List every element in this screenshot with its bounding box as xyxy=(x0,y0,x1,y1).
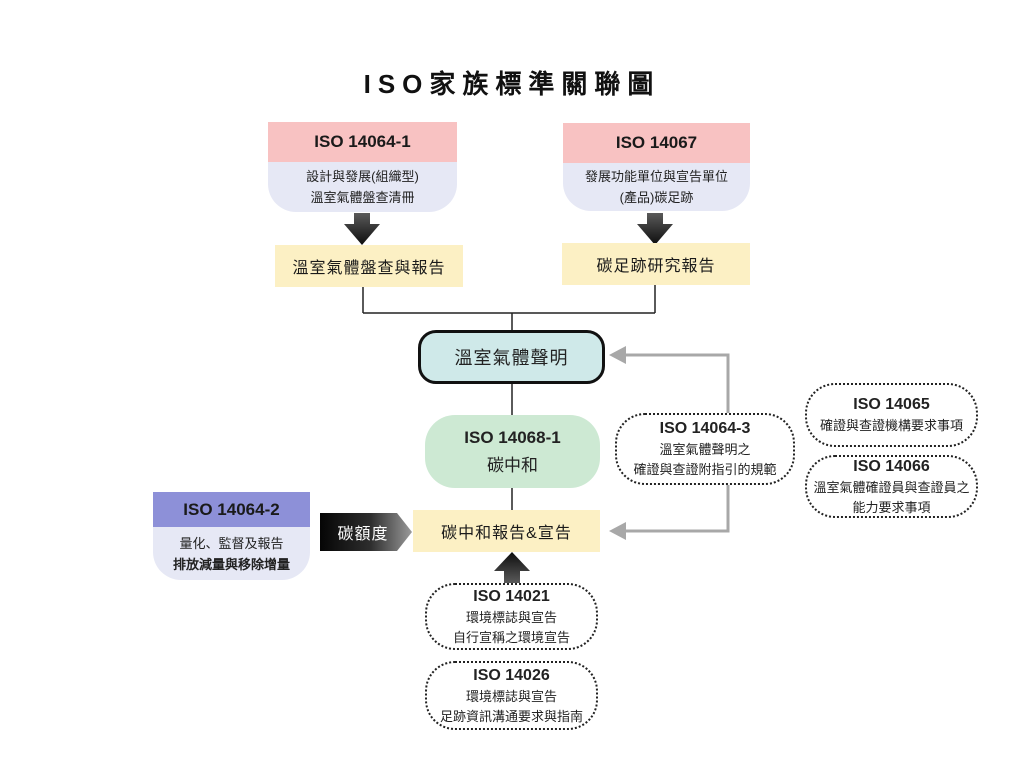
arrow-left-icon xyxy=(609,346,626,364)
arrow-up-icon xyxy=(494,552,530,583)
iso-14068-1-line1: 碳中和 xyxy=(487,455,538,475)
arrow-left-icon xyxy=(609,522,626,540)
iso-14026-code: ISO 14026 xyxy=(473,666,550,684)
verification-arrow-to-statement xyxy=(622,353,730,413)
iso-14066-line2: 能力要求事項 xyxy=(852,499,931,515)
iso-14064-2-description: 量化、監督及報告 排放減量與移除增量 xyxy=(153,527,310,580)
iso-14068-1-box: ISO 14068-1 碳中和 xyxy=(425,415,600,488)
iso-14066-line1: 溫室氣體確證員與查證員之 xyxy=(813,479,970,495)
iso-14065-code: ISO 14065 xyxy=(853,396,930,413)
ghg-inventory-report-box: 溫室氣體盤查與報告 xyxy=(275,245,463,287)
iso-14021-code: ISO 14021 xyxy=(473,587,550,605)
iso-14026-line2: 足跡資訊溝通要求與指南 xyxy=(439,708,583,724)
iso-14064-2-line1: 量化、監督及報告 xyxy=(179,535,284,551)
iso-14067-line1: 發展功能單位與宣告單位 xyxy=(584,169,728,184)
iso-14064-2-code: ISO 14064-2 xyxy=(153,492,310,527)
ghg-statement-box: 溫室氣體聲明 xyxy=(418,330,605,384)
iso-14064-1-description: 設計與發展(組織型) 溫室氣體盤查清冊 xyxy=(268,162,457,212)
iso-14026-line1: 環境標誌與宣告 xyxy=(465,688,557,704)
diagram-title: ISO家族標準關聯圖 xyxy=(363,69,661,99)
iso-14067-box: ISO 14067 發展功能單位與宣告單位 (產品)碳足跡 xyxy=(563,123,750,211)
iso-14026-box: ISO 14026 環境標誌與宣告 足跡資訊溝通要求與指南 xyxy=(425,661,598,730)
iso-14064-3-line1: 溫室氣體聲明之 xyxy=(659,442,751,457)
iso-14064-3-line2: 確證與查證附指引的規範 xyxy=(633,462,777,477)
verification-arrow-to-report xyxy=(622,485,730,533)
iso-14064-3-code: ISO 14064-3 xyxy=(659,420,751,437)
iso-14067-line2: (產品)碳足跡 xyxy=(619,190,694,205)
iso-14064-1-line2: 溫室氣體盤查清冊 xyxy=(310,190,415,205)
iso-14064-3-box: ISO 14064-3 溫室氣體聲明之 確證與查證附指引的規範 xyxy=(615,413,795,485)
iso-14064-1-line1: 設計與發展(組織型) xyxy=(306,169,419,184)
iso-14067-description: 發展功能單位與宣告單位 (產品)碳足跡 xyxy=(563,163,750,211)
iso-14021-line1: 環境標誌與宣告 xyxy=(465,609,557,625)
cfp-study-report-box: 碳足跡研究報告 xyxy=(562,243,750,285)
carbon-credit-label: 碳額度 xyxy=(337,526,389,543)
carbon-neutrality-report-box: 碳中和報告&宣告 xyxy=(413,510,600,552)
arrow-down-icon xyxy=(344,213,380,245)
iso-14064-2-line2: 排放減量與移除增量 xyxy=(172,556,290,572)
iso-14064-1-box: ISO 14064-1 設計與發展(組織型) 溫室氣體盤查清冊 xyxy=(268,122,457,212)
carbon-credit-arrow-shape xyxy=(320,513,412,551)
arrow-down-icon xyxy=(637,213,673,245)
iso-14066-code: ISO 14066 xyxy=(853,457,930,475)
iso-14066-box: ISO 14066 溫室氣體確證員與查證員之 能力要求事項 xyxy=(805,455,978,518)
iso-14021-box: ISO 14021 環境標誌與宣告 自行宣稱之環境宣告 xyxy=(425,583,598,650)
iso-14067-code: ISO 14067 xyxy=(563,123,750,163)
iso-14068-1-code: ISO 14068-1 xyxy=(464,427,561,447)
iso-14064-2-box: ISO 14064-2 量化、監督及報告 排放減量與移除增量 xyxy=(153,492,310,580)
iso-14065-line1: 確證與查證機構要求事項 xyxy=(819,418,963,433)
iso-14064-1-code: ISO 14064-1 xyxy=(268,122,457,162)
iso-14065-box: ISO 14065 確證與查證機構要求事項 xyxy=(805,383,978,447)
iso-14021-line2: 自行宣稱之環境宣告 xyxy=(452,629,570,645)
